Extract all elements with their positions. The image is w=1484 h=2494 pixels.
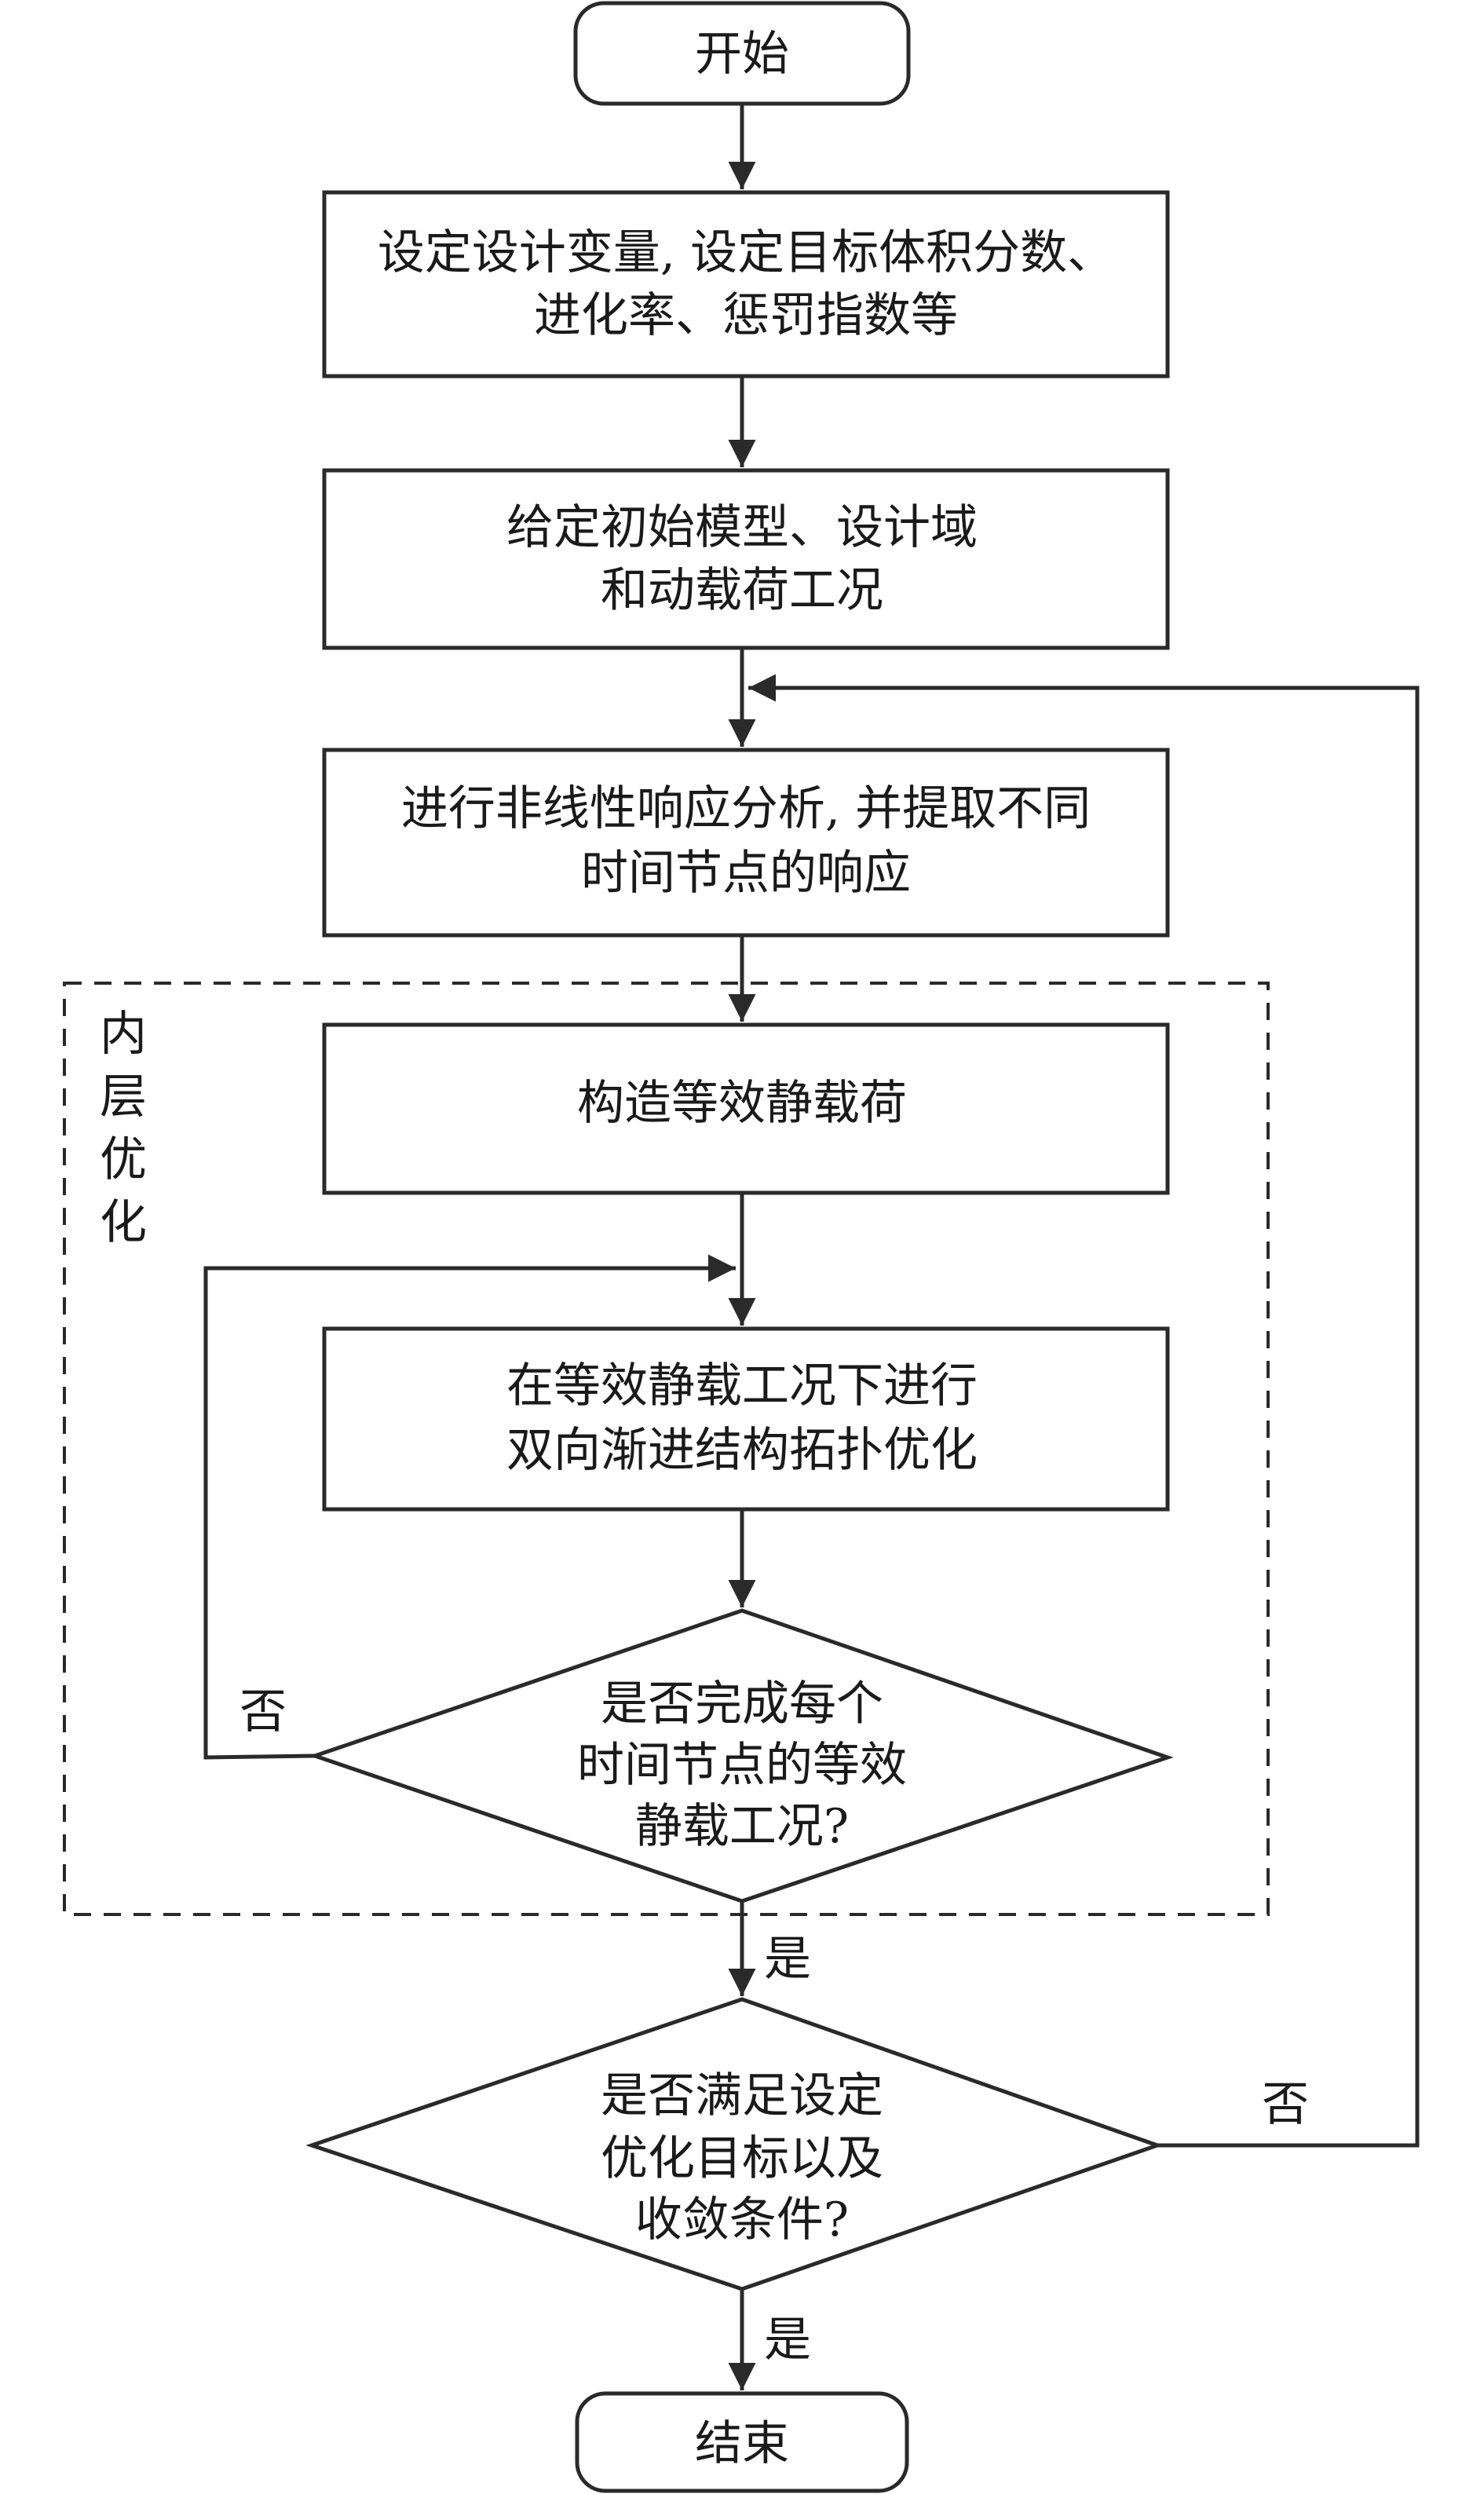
beso-optimization-line-2: 双向渐进结构拓扑优化	[506, 1423, 978, 1478]
set-design-variables-line-2: 进化率、惩罚指数等	[534, 288, 958, 343]
arrow-inner-loop-no	[203, 1254, 736, 1760]
set-design-variables-line-1: 设定设计变量, 设定目标体积分数、	[378, 225, 1114, 280]
check-static-line-2: 时间节点的等效	[577, 1738, 907, 1793]
end-node: 结束	[575, 2391, 909, 2493]
outer-yes-label: 是	[764, 2313, 811, 2368]
beso-optimization-line-1: 在等效静载工况下进行	[506, 1359, 978, 1413]
start-label: 开始	[695, 27, 789, 82]
start-node: 开始	[573, 1, 911, 106]
initial-model-line-1: 给定初始模型、设计域	[506, 500, 978, 555]
arrow-outer-loop-no	[748, 674, 1420, 2148]
outer-no-label: 否	[1262, 2077, 1309, 2132]
nonlinear-analysis-line-1: 进行非线性响应分析, 并提取不同	[401, 781, 1091, 836]
check-convergence-line-2: 优化目标以及	[601, 2131, 883, 2186]
construct-static-load-label: 构造等效静载荷	[577, 1076, 907, 1131]
initial-model-line-2: 和动载荷工况	[601, 563, 883, 618]
set-design-variables-box: 设定设计变量, 设定目标体积分数、 进化率、惩罚指数等	[322, 190, 1170, 378]
nonlinear-analysis-box: 进行非线性响应分析, 并提取不同 时间节点的响应	[322, 748, 1170, 938]
inner-no-label: 否	[239, 1684, 287, 1739]
check-static-line-1: 是否完成每个	[601, 1677, 883, 1732]
nonlinear-analysis-line-2: 时间节点的响应	[581, 846, 911, 901]
check-static-conditions-decision: 是否完成每个 时间节点的等效 静载工况?	[309, 1608, 1174, 1903]
end-label: 结束	[695, 2416, 789, 2471]
inner-yes-label: 是	[764, 1932, 811, 1987]
check-static-line-3: 静载工况?	[635, 1799, 849, 1854]
beso-optimization-box: 在等效静载工况下进行 双向渐进结构拓扑优化	[322, 1326, 1170, 1512]
check-convergence-line-1: 是否满足设定	[601, 2068, 883, 2123]
inner-loop-label-char: 优	[100, 1132, 147, 1187]
initial-model-box: 给定初始模型、设计域 和动载荷工况	[322, 468, 1170, 650]
check-convergence-decision: 是否满足设定 优化目标以及 收敛条件?	[305, 1997, 1164, 2291]
inner-loop-label-char: 内	[100, 1007, 147, 1062]
inner-loop-label: 内 层 优 化	[100, 1007, 147, 1250]
inner-loop-label-char: 层	[100, 1070, 147, 1124]
inner-loop-frame	[63, 982, 1270, 1916]
construct-static-load-box: 构造等效静载荷	[322, 1022, 1170, 1195]
check-convergence-line-3: 收敛条件?	[635, 2192, 849, 2247]
inner-loop-label-char: 化	[100, 1195, 147, 1250]
